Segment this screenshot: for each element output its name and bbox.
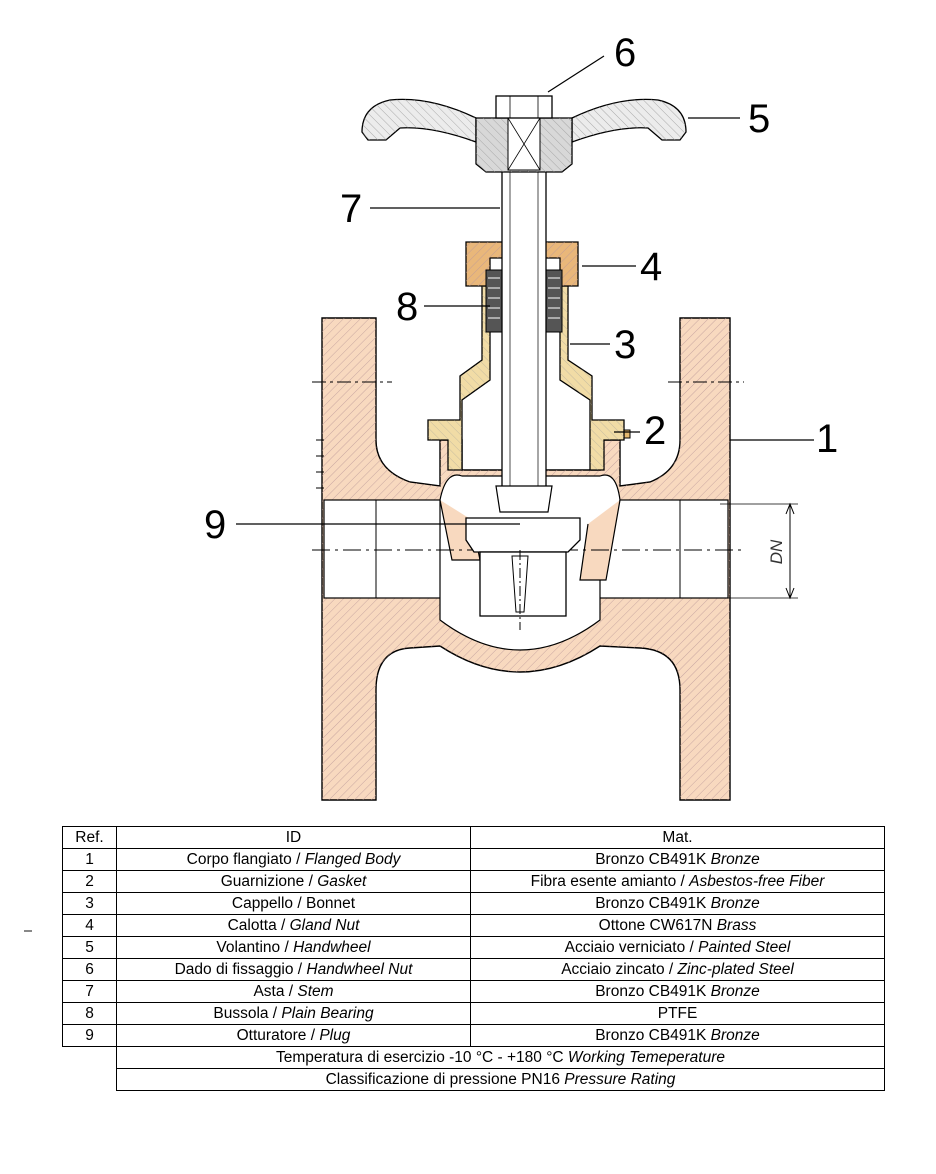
cell-id: Guarnizione / Gasket [116, 870, 471, 893]
cell-ref: 4 [62, 914, 117, 937]
dn-label: DN [767, 539, 786, 564]
table-header-row: Ref. ID Mat. [62, 826, 885, 849]
cell-id: Dado di fissaggio / Handwheel Nut [116, 958, 471, 981]
cell-mat: Ottone CW617N Brass [470, 914, 885, 937]
cell-ref: 8 [62, 1002, 117, 1025]
cell-ref: 6 [62, 958, 117, 981]
cell-ref: 3 [62, 892, 117, 915]
header-ref: Ref. [62, 826, 117, 849]
callout-1: 1 [816, 417, 838, 461]
cell-mat: Bronzo CB491K Bronze [470, 980, 885, 1003]
cell-id: Corpo flangiato / Flanged Body [116, 848, 471, 871]
cell-id: Volantino / Handwheel [116, 936, 471, 959]
callout-2: 2 [644, 409, 666, 453]
cell-ref: 5 [62, 936, 117, 959]
cell-ref: 9 [62, 1024, 117, 1047]
table-footer-row: Temperatura di esercizio -10 °C - +180 °… [63, 1046, 885, 1069]
cell-id: Calotta / Gland Nut [116, 914, 471, 937]
blank-cell [63, 1069, 117, 1091]
blank-cell [63, 1047, 117, 1069]
callout-7: 7 [340, 187, 362, 231]
header-mat: Mat. [470, 826, 885, 849]
cell-id: Otturatore / Plug [116, 1024, 471, 1047]
callout-5: 5 [748, 97, 770, 141]
cell-mat: Bronzo CB491K Bronze [470, 892, 885, 915]
cell-id: Asta / Stem [116, 980, 471, 1003]
gate-valve-drawing: DN 6 5 7 4 8 3 2 1 9 [204, 31, 838, 801]
cell-mat: Fibra esente amianto / Asbestos-free Fib… [470, 870, 885, 893]
callout-6: 6 [614, 31, 636, 75]
cell-mat: Acciaio zincato / Zinc-plated Steel [470, 958, 885, 981]
cell-id: Cappello / Bonnet [116, 892, 471, 915]
callout-3: 3 [614, 323, 636, 367]
gland-nut [465, 241, 579, 287]
cell-mat: PTFE [470, 1002, 885, 1025]
callout-9: 9 [204, 503, 226, 547]
plain-bearing [485, 269, 563, 333]
cell-mat: Bronzo CB491K Bronze [470, 848, 885, 871]
cell-mat: Acciaio verniciato / Painted Steel [470, 936, 885, 959]
table-footer-row: Classificazione di pressione PN16 Pressu… [63, 1068, 885, 1091]
cell-ref: 2 [62, 870, 117, 893]
handwheel-nut [495, 95, 553, 119]
footer-note: Classificazione di pressione PN16 Pressu… [116, 1068, 885, 1091]
cell-mat: Bronzo CB491K Bronze [470, 1024, 885, 1047]
stray-mark [24, 930, 32, 932]
cell-id: Bussola / Plain Bearing [116, 1002, 471, 1025]
callout-4: 4 [640, 245, 662, 289]
handwheel [361, 98, 687, 173]
stem [495, 157, 553, 513]
callout-8: 8 [396, 285, 418, 329]
plug [465, 517, 581, 630]
cell-ref: 7 [62, 980, 117, 1003]
cell-ref: 1 [62, 848, 117, 871]
header-id: ID [116, 826, 471, 849]
dn-dimension: DN [720, 502, 798, 600]
leader-lines [236, 55, 814, 525]
footer-note: Temperatura di esercizio -10 °C - +180 °… [116, 1046, 885, 1069]
